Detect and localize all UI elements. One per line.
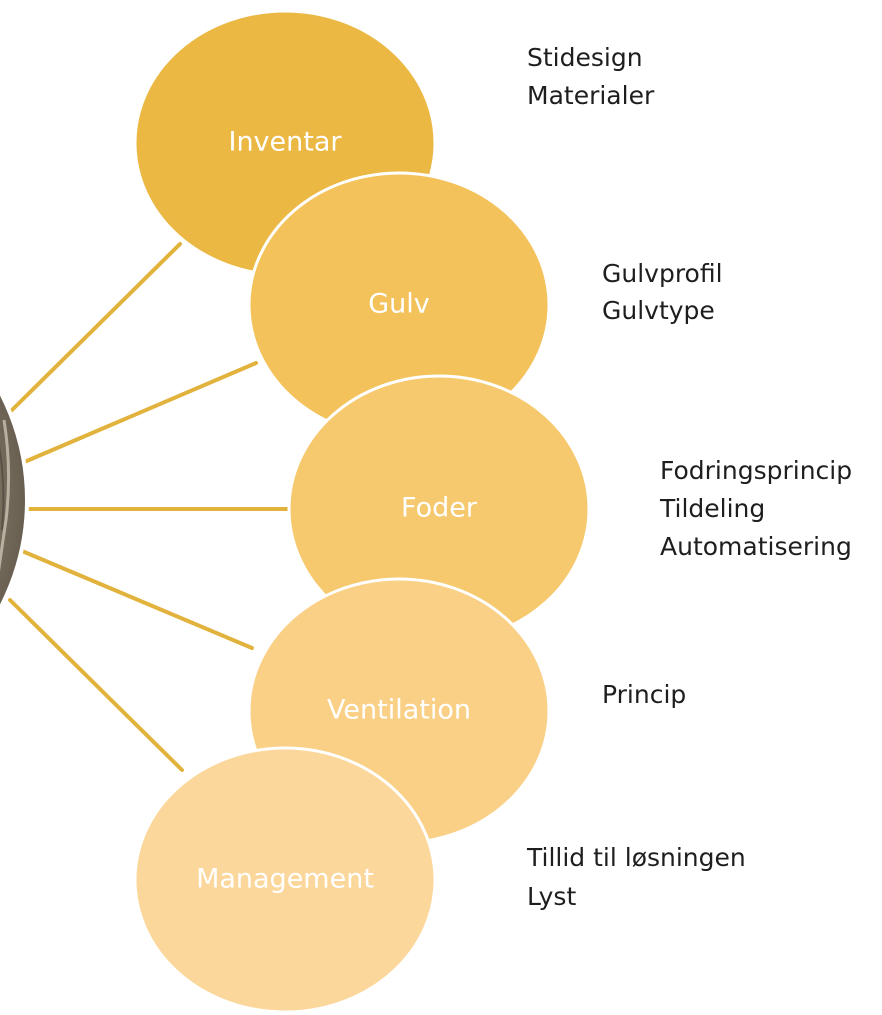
connector-lines	[8, 242, 289, 772]
bubble-label: Foder	[401, 493, 478, 524]
bubble-foder: Foder	[287, 374, 591, 644]
bubble-management: Management	[133, 746, 437, 1014]
detail-line: Tildeling	[659, 494, 765, 523]
connector-line-gulv	[20, 361, 258, 465]
bubble-label: Ventilation	[327, 695, 471, 726]
details-ventilation: Princip	[602, 680, 686, 709]
bubble-gulv: Gulv	[247, 171, 551, 439]
details-inventar: Stidesign Materialer	[527, 43, 655, 110]
detail-line: Lyst	[527, 882, 576, 911]
details-foder: Fodringsprincip Tildeling Automatisering	[659, 456, 852, 561]
detail-line: Automatisering	[660, 532, 852, 561]
bubble-circle	[133, 746, 437, 1014]
details-gulv: Gulvprofil Gulvtype	[602, 259, 723, 325]
connector-line-management	[8, 598, 184, 772]
hub-photo	[0, 387, 29, 613]
bubble-label: Inventar	[228, 127, 342, 158]
detail-line: Tillid til løsningen	[526, 843, 746, 872]
detail-line: Materialer	[527, 81, 655, 110]
detail-line: Princip	[602, 680, 686, 709]
detail-line: Stidesign	[527, 43, 643, 72]
bubble-label: Management	[196, 864, 374, 895]
connector-line-ventilation	[20, 549, 254, 650]
details-management: Tillid til løsningen Lyst	[526, 843, 746, 911]
detail-line: Gulvtype	[602, 296, 715, 325]
bubble-label: Gulv	[368, 289, 430, 320]
detail-line: Fodringsprincip	[660, 456, 852, 485]
detail-line: Gulvprofil	[602, 259, 723, 288]
connector-line-inventar	[8, 242, 182, 414]
